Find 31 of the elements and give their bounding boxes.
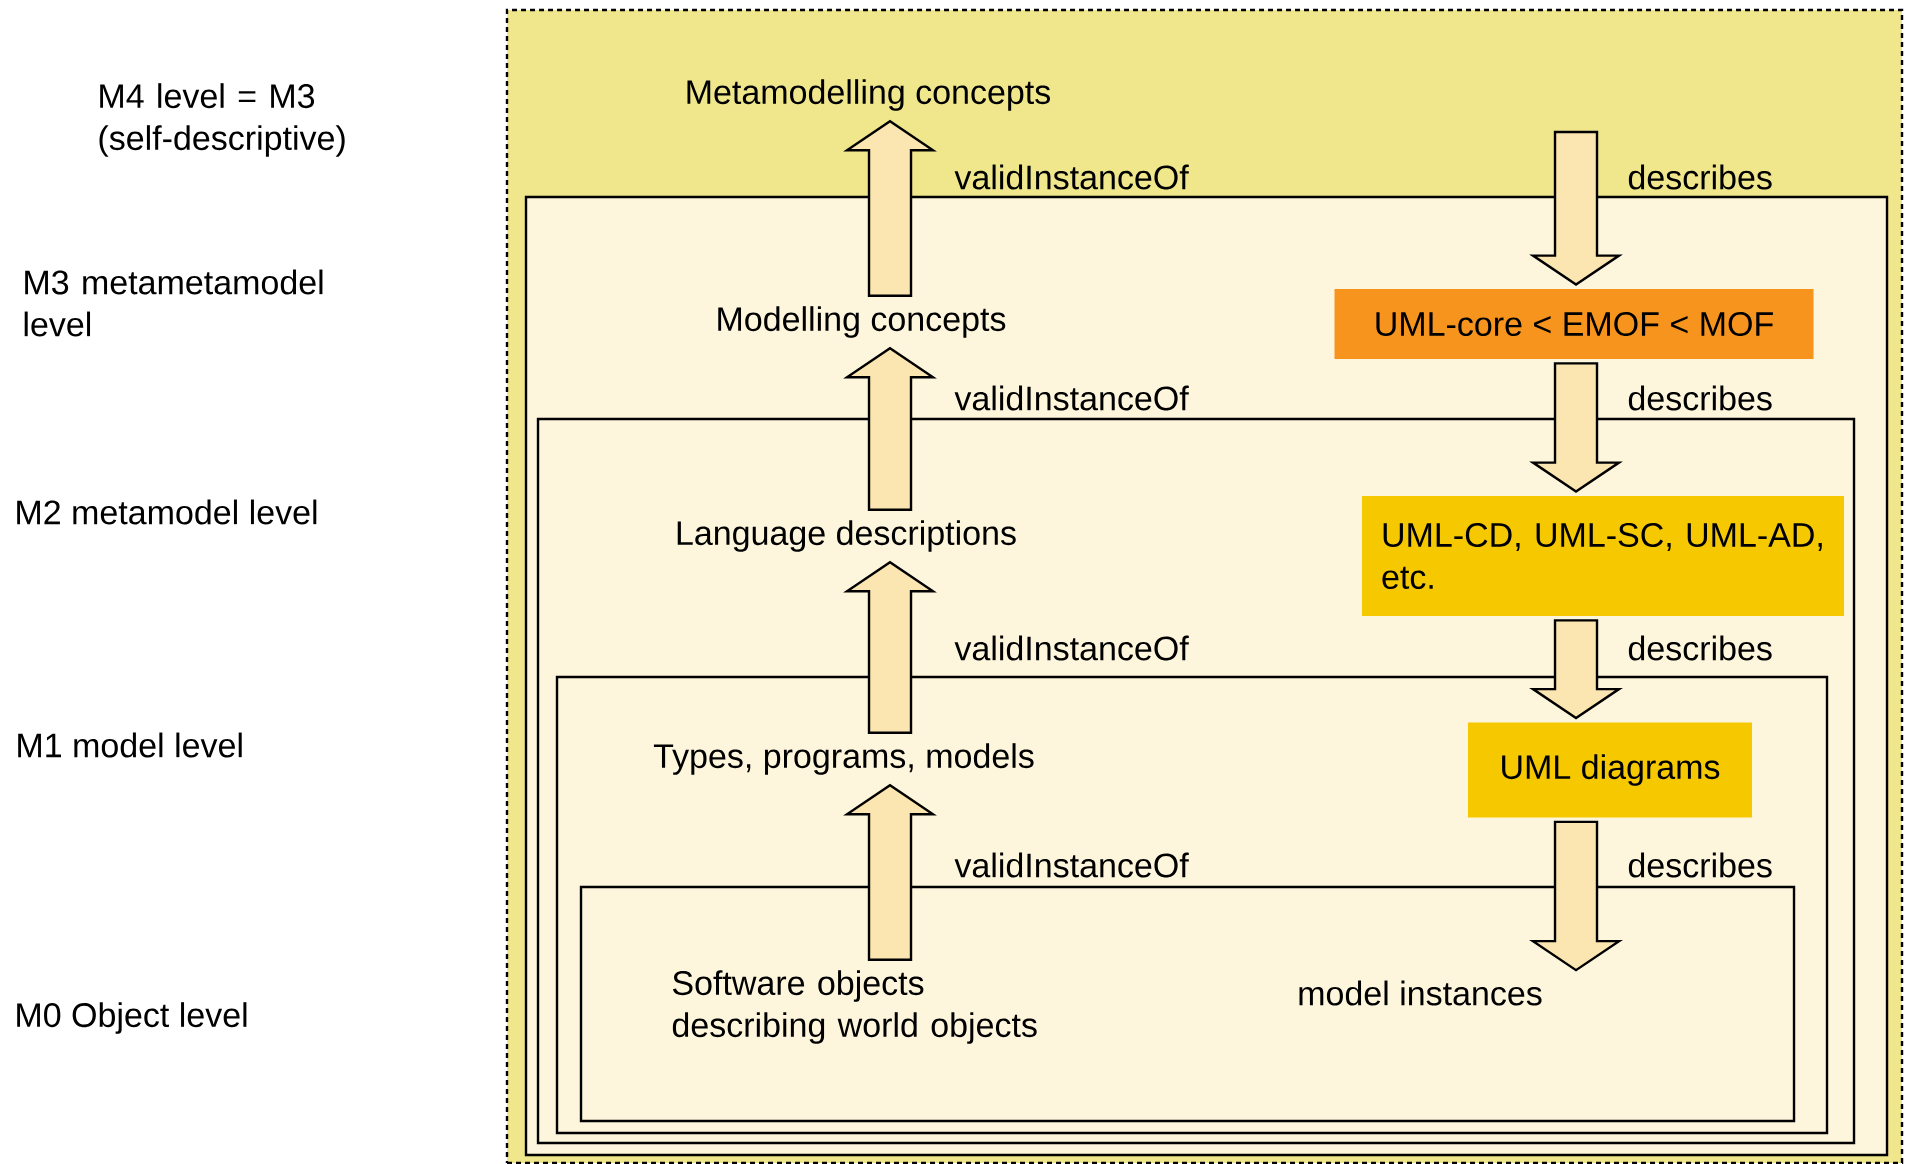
level-label: M0 Object level — [17, 1002, 247, 1034]
highlight-box: UML-core < EMOF < MOF — [1334, 289, 1814, 359]
edge-label: validInstanceOf — [954, 385, 1189, 411]
edge-label: describes — [1628, 385, 1772, 411]
edge-label: validInstanceOf — [954, 852, 1189, 878]
block-arrow — [1529, 820, 1623, 972]
level-label: M3 metametamodel level — [24, 269, 323, 337]
block-arrow — [843, 346, 937, 511]
edge-label: describes — [1628, 635, 1772, 661]
highlight-box: UML-CD, UML-SC, UML-AD, etc. — [1362, 496, 1844, 616]
block-arrow — [843, 783, 937, 961]
block-arrow — [843, 560, 937, 734]
level-label: M2 metamodel level — [17, 499, 317, 525]
concept-text: model instances — [1299, 980, 1542, 1006]
edge-label: validInstanceOf — [954, 635, 1189, 661]
concept-text: Software objects describing world objects — [672, 970, 1037, 1044]
block-arrow — [1529, 362, 1623, 494]
level-box — [579, 885, 1796, 1123]
edge-label: validInstanceOf — [954, 164, 1189, 190]
level-label: M1 model level — [18, 732, 242, 758]
block-arrow — [1529, 619, 1623, 720]
concept-text: Types, programs, models — [653, 743, 1034, 775]
block-arrow — [1529, 130, 1623, 287]
block-arrow — [843, 119, 937, 297]
edge-label: describes — [1628, 852, 1772, 878]
concept-text: Metamodelling concepts — [687, 79, 1050, 111]
concept-text: Modelling concepts — [718, 306, 1006, 338]
highlight-box: UML diagrams — [1468, 722, 1752, 818]
level-label: M4 level = M3 (self-descriptive) — [99, 83, 345, 157]
edge-label: describes — [1628, 164, 1772, 190]
concept-text: Language descriptions — [677, 520, 1016, 552]
